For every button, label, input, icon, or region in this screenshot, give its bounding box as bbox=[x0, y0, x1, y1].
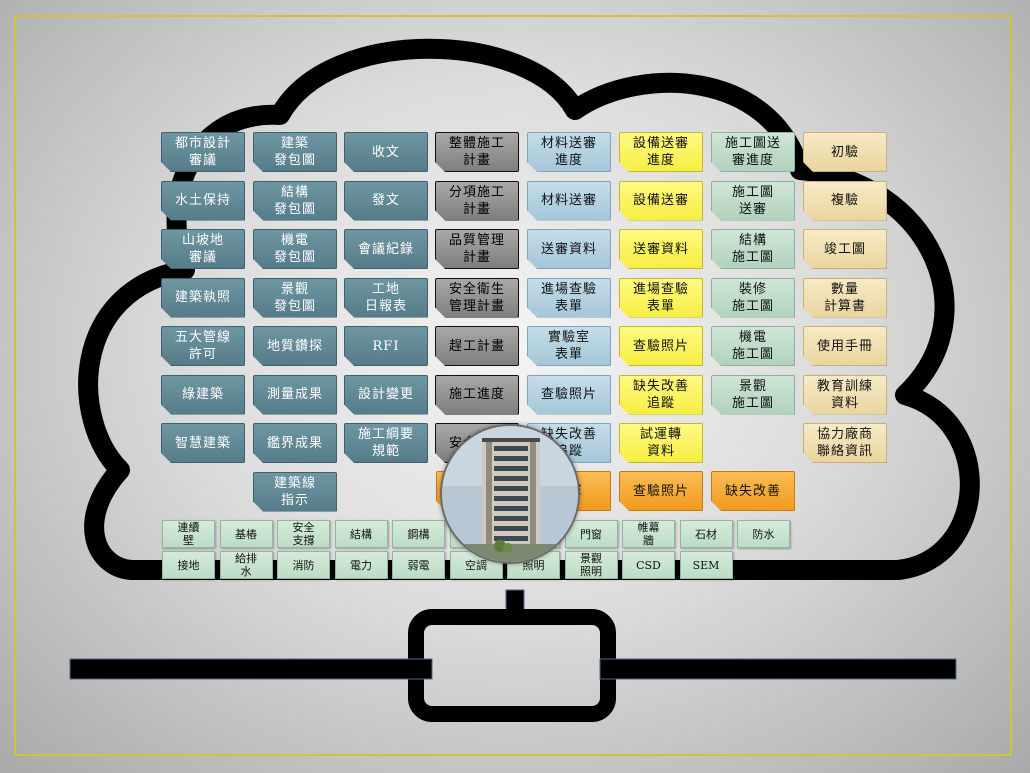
category-tile[interactable]: 工地 日報表 bbox=[344, 278, 428, 318]
category-tile[interactable]: 山坡地 審議 bbox=[161, 229, 245, 269]
category-tile[interactable]: 教育訓練 資料 bbox=[803, 375, 887, 415]
cloud-outline bbox=[78, 38, 980, 580]
category-tile[interactable]: 建築線 指示 bbox=[253, 472, 337, 512]
category-tile[interactable]: RFI bbox=[344, 326, 428, 366]
category-tile[interactable]: 景觀 發包圖 bbox=[253, 278, 337, 318]
category-tile[interactable]: 水土保持 bbox=[161, 181, 245, 221]
system-tile[interactable]: SEM bbox=[679, 551, 733, 579]
category-tile[interactable]: 裝修 施工圖 bbox=[711, 278, 795, 318]
category-tile[interactable]: 送審資料 bbox=[527, 229, 611, 269]
category-tile[interactable]: 數量 計算書 bbox=[803, 278, 887, 318]
category-tile[interactable]: 進場查驗 表單 bbox=[527, 278, 611, 318]
system-tile[interactable]: 帷幕 牆 bbox=[622, 520, 675, 548]
category-tile[interactable]: 施工進度 bbox=[435, 375, 519, 415]
category-tile[interactable]: 五大管線 許可 bbox=[161, 326, 245, 366]
system-tile[interactable]: 弱電 bbox=[392, 551, 445, 579]
system-tile[interactable]: 景觀 照明 bbox=[564, 551, 618, 579]
category-tile[interactable]: 設備送審 bbox=[619, 181, 703, 221]
system-tile[interactable]: 鋼構 bbox=[392, 520, 445, 548]
category-tile[interactable]: 建築執照 bbox=[161, 278, 245, 318]
category-tile[interactable]: 施工圖 送審 bbox=[711, 181, 795, 221]
category-tile[interactable]: 實驗室 表單 bbox=[527, 326, 611, 366]
category-tile[interactable]: 地質鑽探 bbox=[253, 326, 337, 366]
category-tile[interactable]: 建築 發包圖 bbox=[253, 132, 337, 172]
system-tile[interactable]: 安全 支撐 bbox=[277, 520, 330, 548]
system-tile[interactable]: 給排 水 bbox=[219, 551, 273, 579]
system-tile[interactable]: CSD bbox=[622, 551, 675, 579]
category-tile[interactable]: 整體施工 計畫 bbox=[435, 132, 519, 172]
category-tile[interactable]: 分項施工 計畫 bbox=[435, 181, 519, 221]
category-tile[interactable]: 測量成果 bbox=[253, 375, 337, 415]
category-tile[interactable]: 收文 bbox=[344, 132, 428, 172]
category-tile[interactable]: 發文 bbox=[344, 181, 428, 221]
orange-tile[interactable]: 缺失改善 bbox=[711, 471, 795, 511]
category-tile[interactable]: 材料送審 進度 bbox=[527, 132, 611, 172]
category-tile[interactable]: 鑑界成果 bbox=[253, 423, 337, 463]
orange-tile[interactable]: 查驗照片 bbox=[619, 471, 703, 511]
category-tile[interactable]: 施工綱要 規範 bbox=[344, 423, 428, 463]
category-tile[interactable]: 景觀 施工圖 bbox=[711, 375, 795, 415]
category-tile[interactable]: 進場查驗 表單 bbox=[619, 278, 703, 318]
category-tile[interactable]: 查驗照片 bbox=[619, 326, 703, 366]
category-tile[interactable]: 使用手冊 bbox=[803, 326, 887, 366]
category-tile[interactable]: 試運轉 資料 bbox=[619, 423, 703, 463]
system-tile[interactable]: 電力 bbox=[334, 551, 388, 579]
system-tile[interactable]: 門窗 bbox=[564, 520, 618, 548]
category-tile[interactable]: 安全衛生 管理計畫 bbox=[435, 278, 519, 318]
category-tile[interactable]: 複驗 bbox=[803, 181, 887, 221]
slide-frame bbox=[14, 15, 1012, 756]
system-tile[interactable]: 消防 bbox=[277, 551, 330, 579]
building-illustration bbox=[442, 426, 578, 562]
category-tile[interactable]: 趕工計畫 bbox=[435, 326, 519, 366]
network-node-box bbox=[408, 609, 616, 722]
category-tile[interactable]: 設計變更 bbox=[344, 375, 428, 415]
system-tile[interactable]: 接地 bbox=[162, 551, 215, 579]
category-tile[interactable]: 品質管理 計畫 bbox=[435, 229, 519, 269]
category-tile[interactable]: 材料送審 bbox=[527, 181, 611, 221]
category-tile[interactable]: 智慧建築 bbox=[161, 423, 245, 463]
category-tile[interactable]: 機電 施工圖 bbox=[711, 326, 795, 366]
category-tile[interactable]: 結構 施工圖 bbox=[711, 229, 795, 269]
category-tile[interactable]: 會議紀錄 bbox=[344, 229, 428, 269]
category-tile[interactable]: 協力廠商 聯絡資訊 bbox=[803, 423, 887, 463]
system-tile[interactable]: 基樁 bbox=[219, 520, 273, 548]
category-tile[interactable]: 送審資料 bbox=[619, 229, 703, 269]
building-photo bbox=[440, 424, 580, 564]
category-tile[interactable]: 設備送審 進度 bbox=[619, 132, 703, 172]
network-line-right bbox=[599, 658, 957, 680]
category-tile[interactable]: 缺失改善 追蹤 bbox=[619, 375, 703, 415]
category-tile[interactable]: 都市設計 審議 bbox=[161, 132, 245, 172]
system-tile[interactable]: 防水 bbox=[737, 520, 790, 548]
system-tile[interactable]: 連續 壁 bbox=[162, 520, 215, 548]
system-tile[interactable]: 結構 bbox=[334, 520, 388, 548]
category-tile[interactable]: 施工圖送 審進度 bbox=[711, 132, 795, 172]
system-tile[interactable]: 石材 bbox=[679, 520, 733, 548]
category-tile[interactable]: 綠建築 bbox=[161, 375, 245, 415]
network-line-left bbox=[69, 658, 433, 680]
category-tile[interactable]: 機電 發包圖 bbox=[253, 229, 337, 269]
category-tile[interactable]: 結構 發包圖 bbox=[253, 181, 337, 221]
category-tile[interactable]: 查驗照片 bbox=[527, 375, 611, 415]
category-tile[interactable]: 竣工圖 bbox=[803, 229, 887, 269]
category-tile[interactable]: 初驗 bbox=[803, 132, 887, 172]
